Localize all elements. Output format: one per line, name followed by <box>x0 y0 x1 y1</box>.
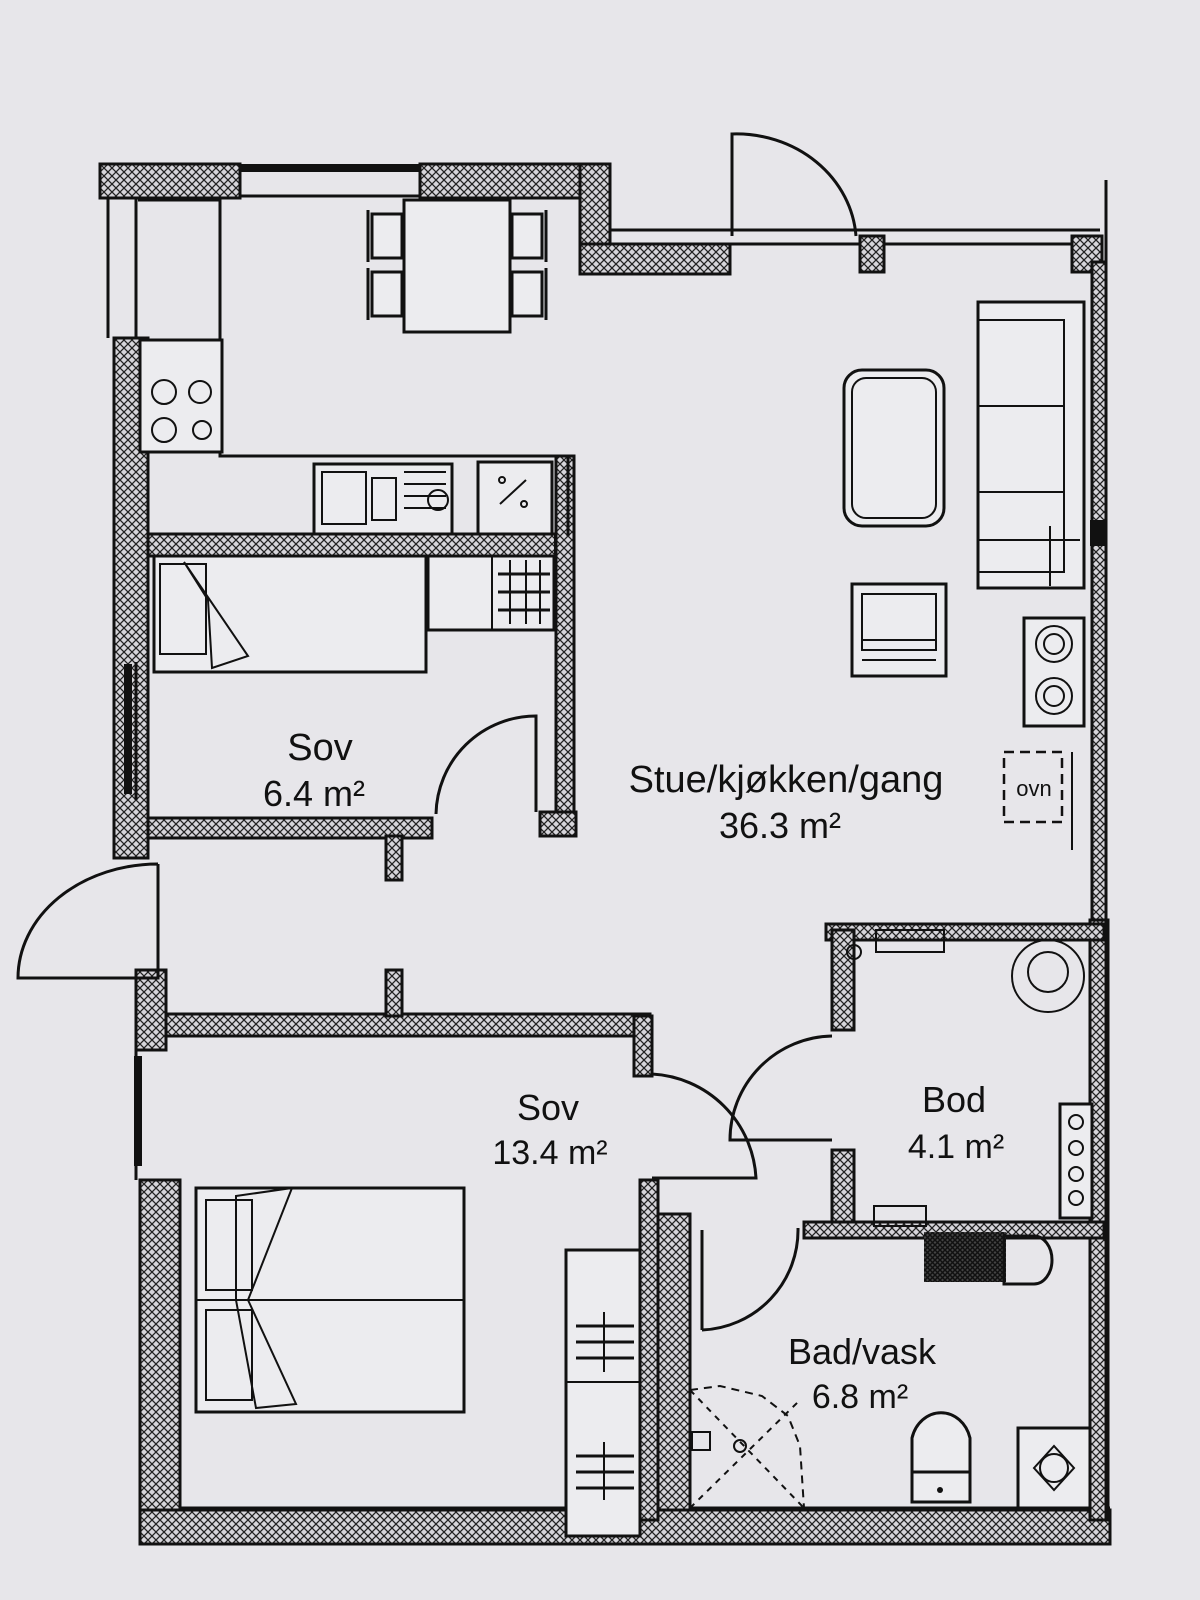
coffee-table-icon <box>842 368 946 528</box>
room-name-living: Stue/kjøkken/gang <box>629 759 944 801</box>
heater-icon <box>1022 616 1086 728</box>
room-name-bathroom: Bad/vask <box>788 1331 937 1372</box>
washing-machine-icon <box>1016 1426 1092 1510</box>
room-area-living: 36.3 m² <box>719 805 841 846</box>
room-area-small-bedroom: 6.4 m² <box>263 773 365 814</box>
furniture <box>124 198 1094 1538</box>
armchair-icon <box>850 582 948 678</box>
sink-bath-icon <box>1002 1234 1054 1286</box>
oven-label: ovn <box>1016 776 1051 801</box>
room-area-bathroom: 6.8 m² <box>812 1378 908 1416</box>
interior-walls <box>146 454 1106 1522</box>
room-name-large-bedroom: Sov <box>517 1087 579 1128</box>
room-area-large-bedroom: 13.4 m² <box>492 1134 607 1172</box>
room-area-storage: 4.1 m² <box>908 1128 1004 1166</box>
room-name-storage: Bod <box>922 1079 986 1120</box>
room-labels: Stue/kjøkken/gang 36.3 m² Sov 6.4 m² Sov… <box>263 727 1052 1416</box>
toilet-icon <box>910 1411 972 1474</box>
shelf-icon <box>1058 1102 1094 1220</box>
room-name-small-bedroom: Sov <box>287 727 352 769</box>
water-heater-icon <box>1011 939 1085 1013</box>
dishwasher-icon <box>476 460 554 536</box>
radiator-icon <box>924 1232 1006 1282</box>
exterior-walls <box>98 162 1112 1546</box>
shower-icon <box>689 1384 805 1509</box>
bed-icon <box>152 554 428 674</box>
sofa-icon <box>976 300 1086 590</box>
doors <box>16 132 858 1332</box>
dining-table-icon <box>402 198 512 334</box>
